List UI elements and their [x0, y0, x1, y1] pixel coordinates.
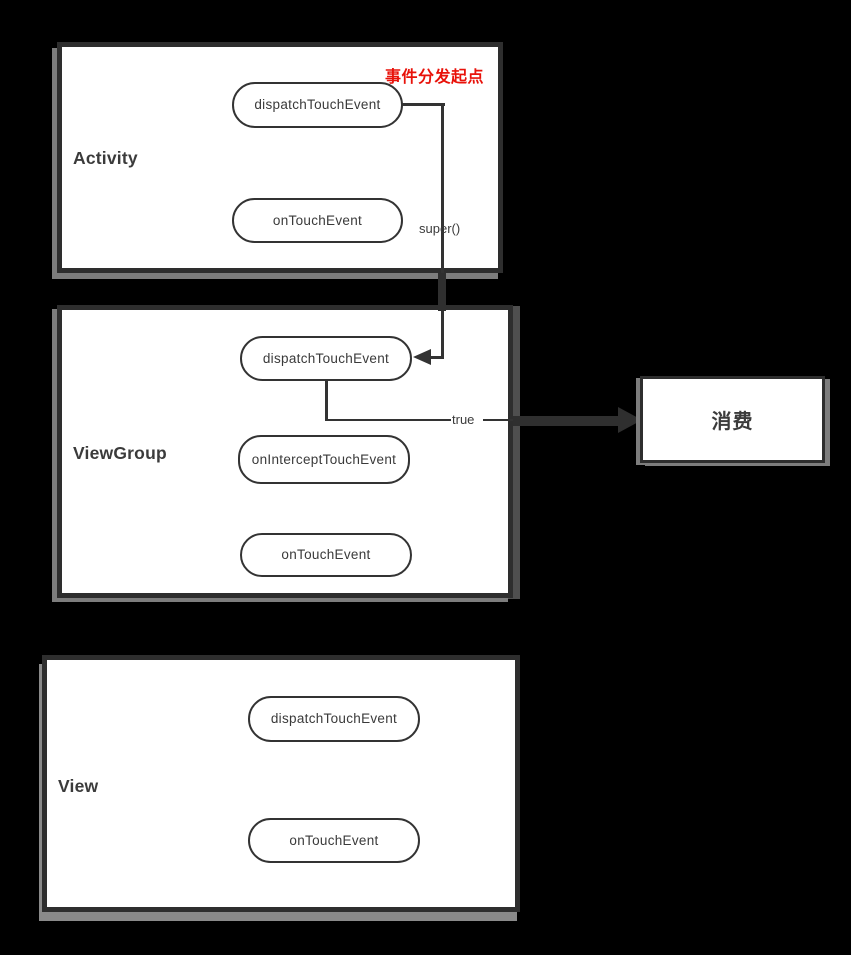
super-connector-vertical-viewgroup: [441, 311, 444, 358]
true-connector-horizontal-right: [483, 419, 513, 421]
view-label: View: [58, 776, 99, 796]
true-connector-vertical: [325, 380, 328, 421]
true-result-label: true: [452, 412, 475, 427]
consume-label: 消费: [711, 411, 754, 433]
true-connector-thick-bar: [513, 416, 621, 426]
super-call-label: super(): [419, 221, 461, 236]
super-connector-vertical-activity: [441, 103, 444, 273]
viewgroup-on-intercept-touch-event-node: onInterceptTouchEvent: [238, 435, 410, 484]
super-connector-horizontal: [401, 103, 445, 106]
arrowhead-left-icon: [413, 349, 431, 365]
consume-box: 消费: [640, 376, 825, 463]
true-connector-horizontal-left: [325, 419, 451, 421]
viewgroup-on-touch-event-node: onTouchEvent: [240, 533, 412, 577]
event-dispatch-start-label: 事件分发起点: [385, 69, 485, 86]
arrowhead-right-icon: [618, 407, 642, 433]
view-on-touch-event-node: onTouchEvent: [248, 818, 420, 863]
super-connector-vertical-gap: [438, 273, 446, 311]
view-dispatch-touch-event-node: dispatchTouchEvent: [248, 696, 420, 742]
activity-label: Activity: [73, 148, 138, 168]
activity-on-touch-event-node: onTouchEvent: [232, 198, 403, 243]
viewgroup-dispatch-touch-event-node: dispatchTouchEvent: [240, 336, 412, 381]
viewgroup-label: ViewGroup: [73, 443, 167, 463]
view-container-box: [42, 655, 520, 912]
activity-dispatch-touch-event-node: dispatchTouchEvent: [232, 82, 403, 128]
super-connector-into-node: [428, 356, 444, 359]
